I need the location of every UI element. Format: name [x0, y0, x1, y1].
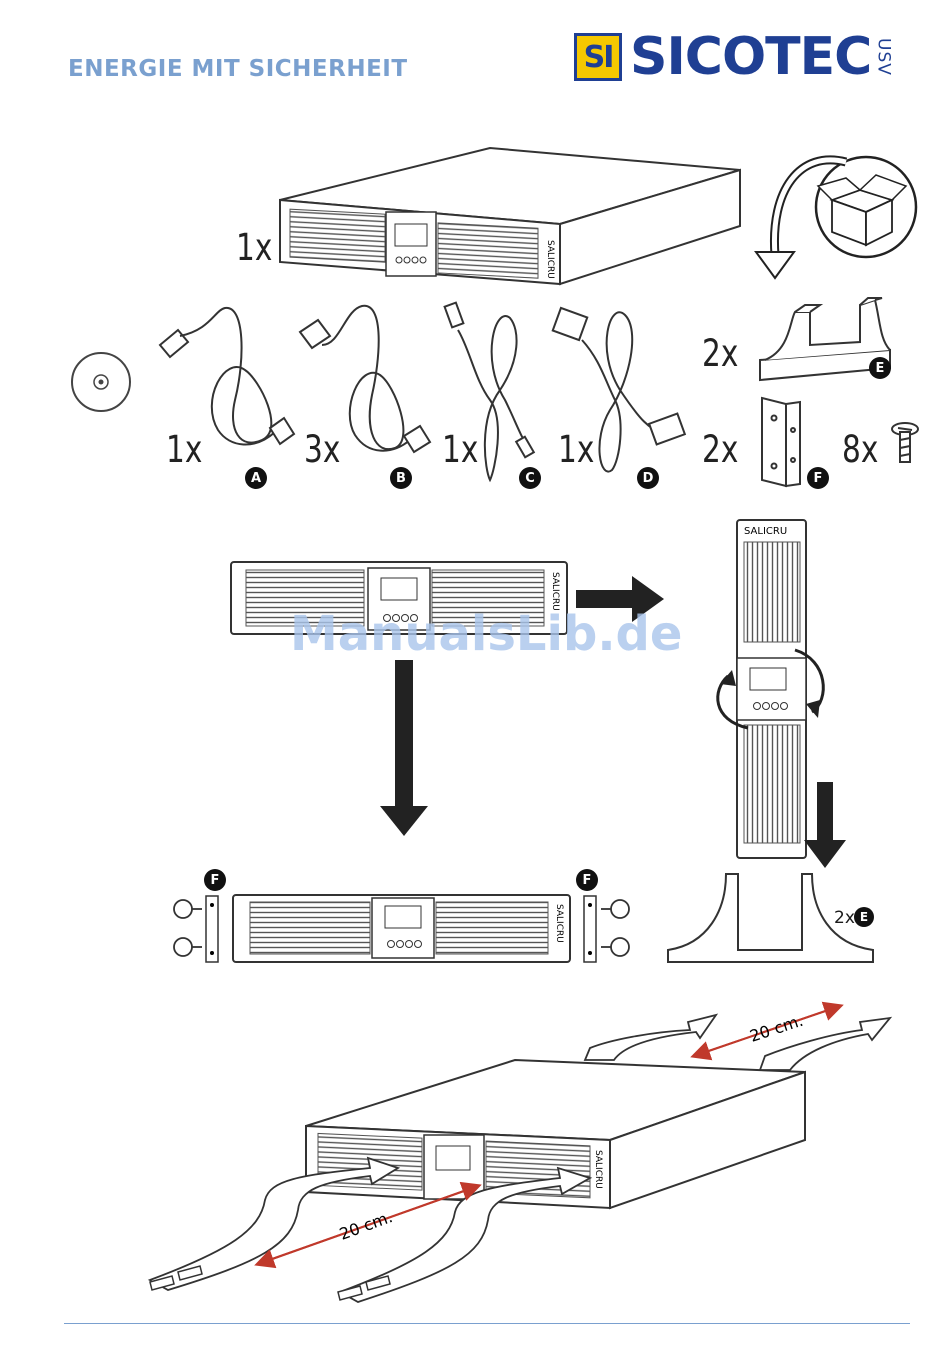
watermark: ManualsLib.de	[290, 606, 682, 662]
cable-b-qty: 3x	[304, 428, 340, 471]
badge-f: F	[807, 467, 829, 489]
ups-qty: 1x	[236, 226, 272, 269]
rotate-box-icon	[756, 157, 916, 278]
badge-b: B	[390, 467, 412, 489]
svg-text:SALICRU: SALICRU	[744, 526, 787, 537]
svg-text:SALICRU: SALICRU	[554, 904, 564, 943]
badge-e: E	[869, 357, 891, 379]
ups-rack-mount: SALICRU	[206, 895, 596, 962]
ups-tower-vertical: SALICRU	[718, 520, 824, 858]
cable-a-qty: 1x	[166, 428, 202, 471]
screws-qty: 8x	[842, 428, 878, 471]
tower-feet-qty: 2x	[834, 908, 855, 928]
screw-icon	[892, 423, 918, 462]
cable-c-qty: 1x	[442, 428, 478, 471]
rack-bracket-icon	[762, 398, 800, 486]
arrow-to-rack	[380, 660, 428, 836]
footer-divider	[64, 1323, 910, 1324]
badge-a: A	[245, 467, 267, 489]
brackets-qty: 2x	[702, 428, 738, 471]
badge-rack-right: F	[576, 869, 598, 891]
ups-brand-label: SALICRU	[545, 240, 555, 279]
badge-d: D	[637, 467, 659, 489]
arrow-to-feet	[804, 782, 846, 868]
badge-rack-left: F	[204, 869, 226, 891]
rear-clearance-label: 20 cm.	[747, 1011, 805, 1046]
feet-qty: 2x	[702, 332, 738, 375]
svg-text:SALICRU: SALICRU	[593, 1150, 603, 1189]
schuko-power-cable-icon	[160, 308, 294, 445]
badge-tower-feet: E	[854, 907, 874, 927]
airflow-arrows-rear	[585, 1015, 890, 1070]
badge-c: C	[519, 467, 541, 489]
ups-unit-top: SALICRU	[280, 148, 740, 284]
front-clearance-label: 20 cm.	[337, 1207, 395, 1244]
cd-icon	[72, 353, 130, 411]
cable-d-qty: 1x	[558, 428, 594, 471]
